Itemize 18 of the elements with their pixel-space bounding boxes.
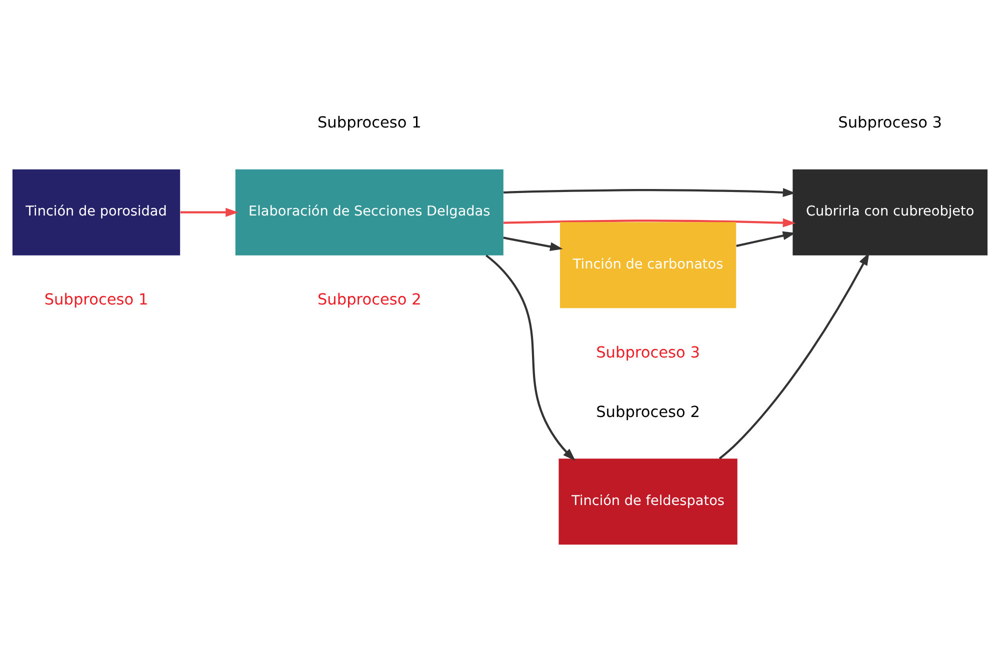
label: Subproceso 3 [596, 342, 700, 361]
node-box: Tinción de porosidad [12, 168, 180, 255]
label: Subproceso 1 [44, 290, 148, 308]
arrow [180, 207, 238, 216]
arrow [736, 230, 796, 246]
node-box: Tinción de carbonatos [560, 222, 736, 308]
label: Subproceso 1 [317, 113, 422, 132]
node-box: Elaboración de Secciones Delgadas [235, 168, 504, 255]
node-box: Cubrirla con cubreobjeto [792, 168, 988, 255]
label: Subproceso 2 [596, 402, 700, 420]
arrow [504, 218, 796, 227]
label: Subproceso 2 [317, 290, 422, 308]
arrow [718, 252, 870, 459]
arrow [486, 254, 576, 460]
arrow [503, 236, 563, 251]
node-box: Tinción de feldespatos [558, 458, 738, 544]
arrow [504, 188, 796, 196]
label: Subproceso 3 [838, 113, 942, 132]
